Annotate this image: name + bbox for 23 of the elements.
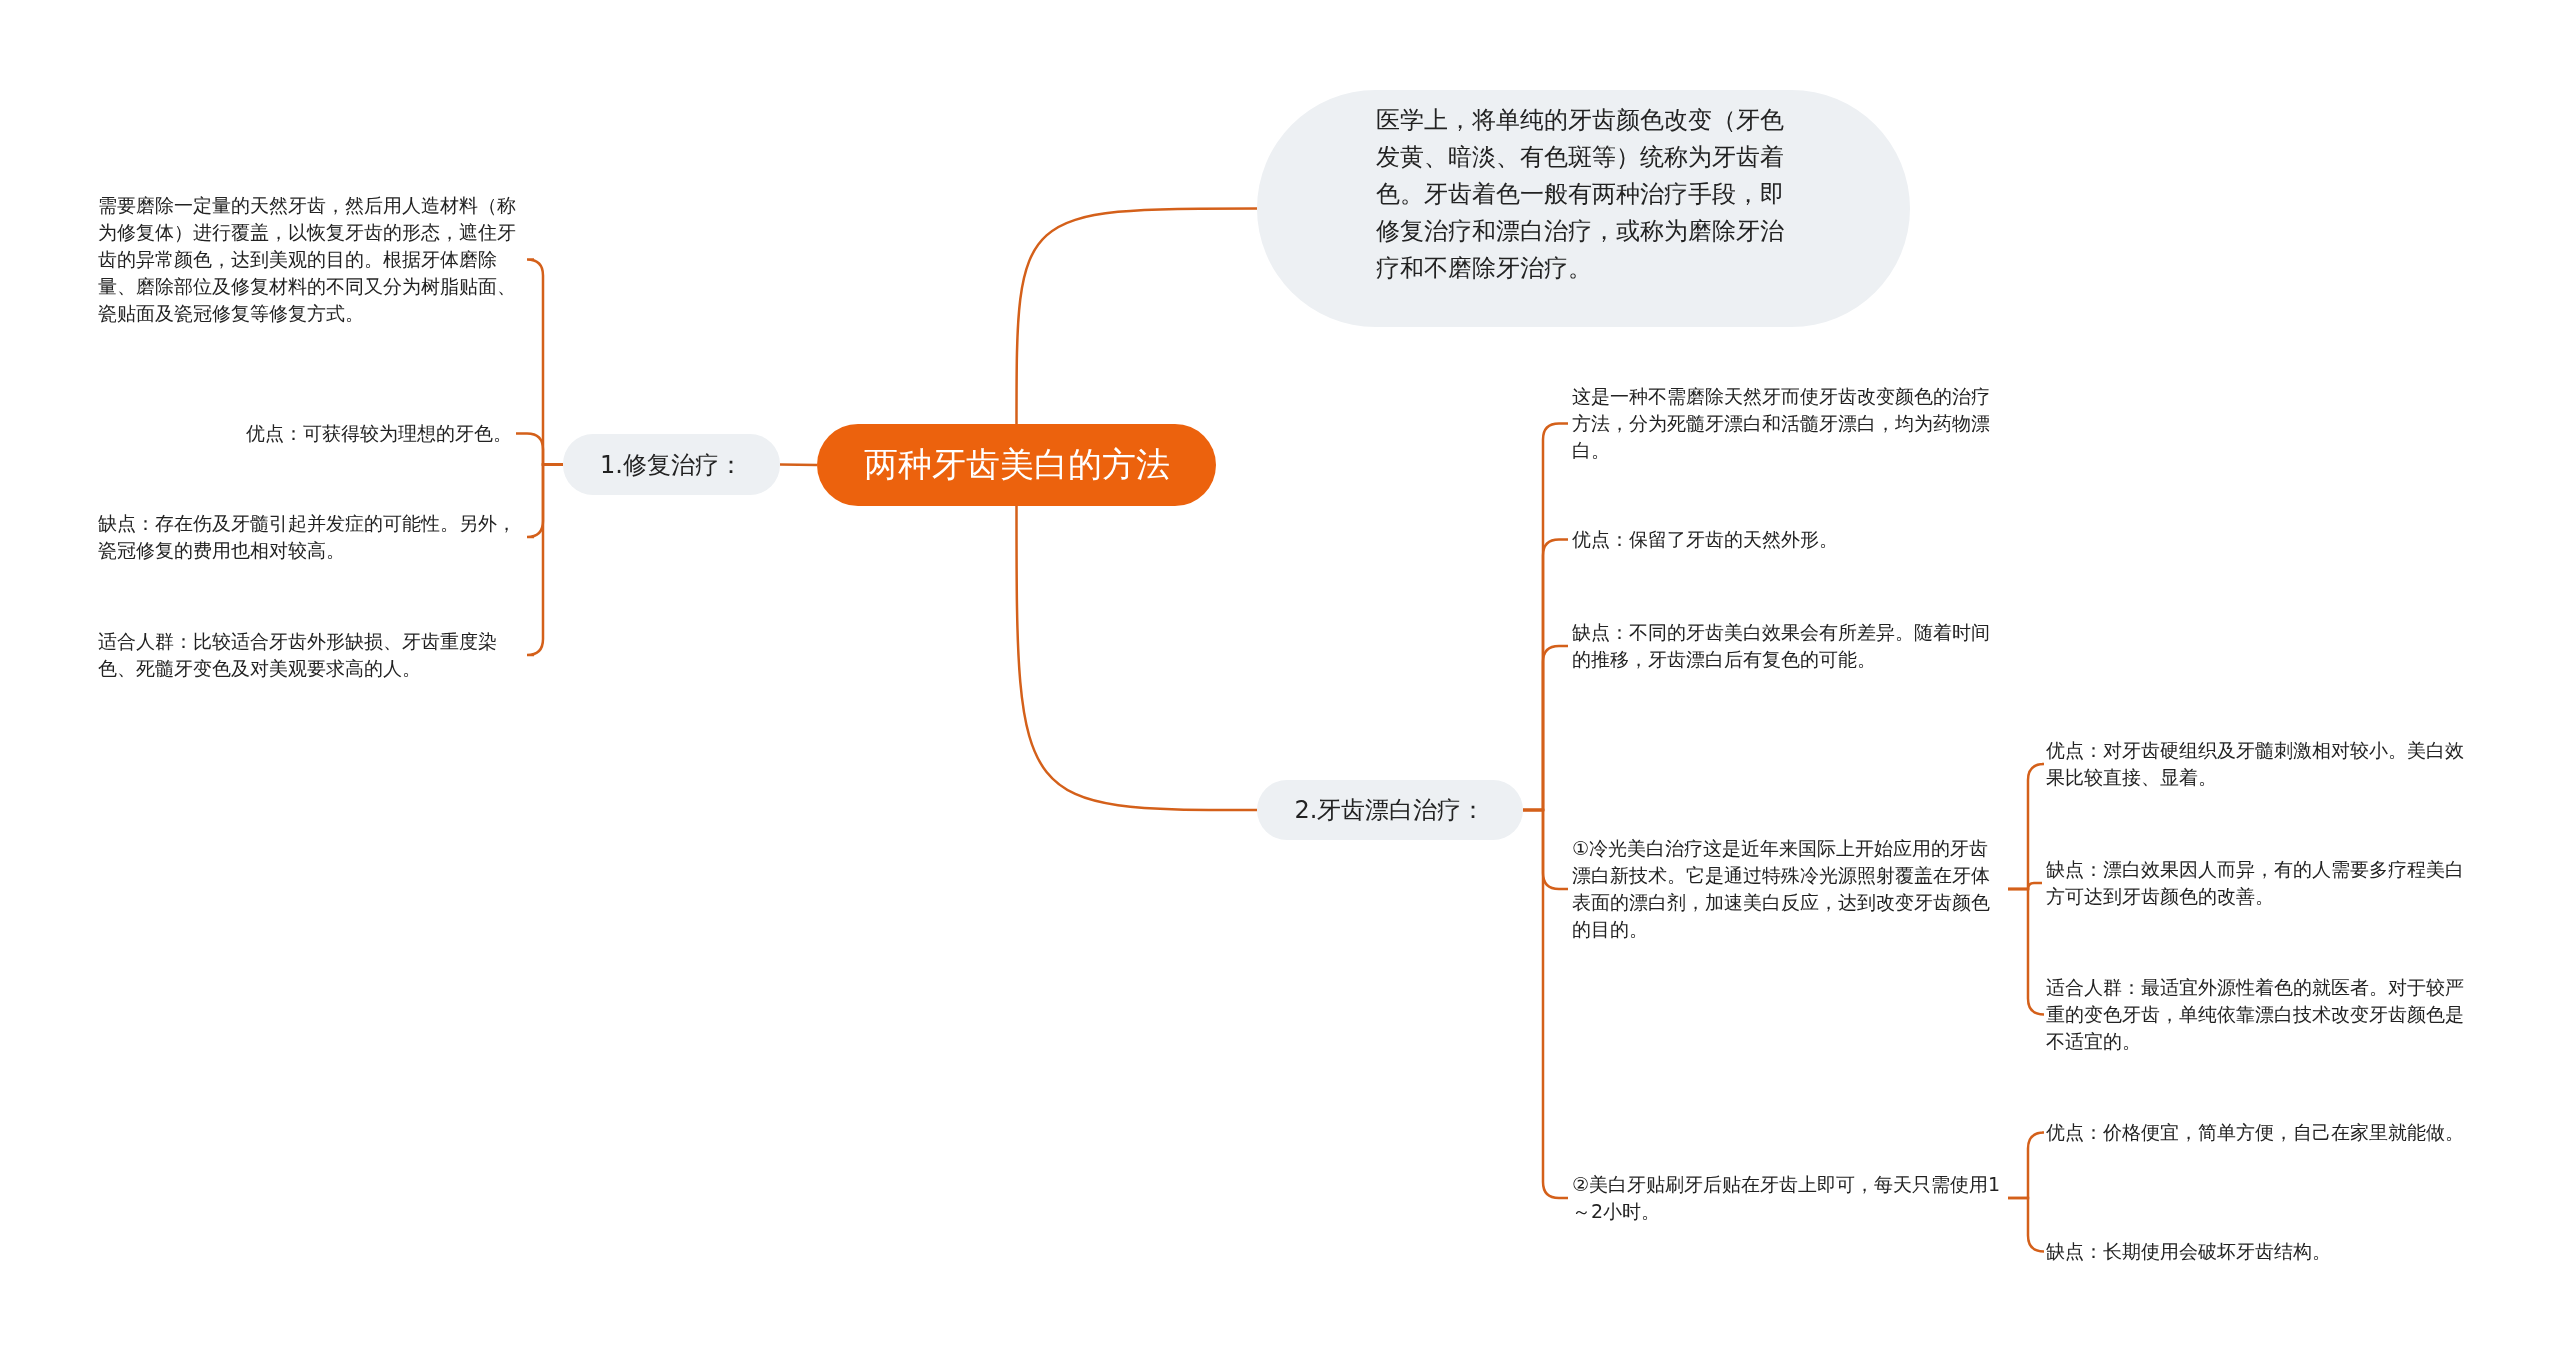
note-text: ②美白牙贴刷牙后贴在牙齿上即可，每天只需使用1～2小时。 bbox=[1568, 1169, 2008, 1227]
branch-connector bbox=[780, 463, 817, 467]
central-topic: 两种牙齿美白的方法 bbox=[817, 424, 1216, 506]
note-text: 缺点：长期使用会破坏牙齿结构。 bbox=[2042, 1236, 2482, 1267]
note-text: 需要磨除一定量的天然牙齿，然后用人造材料（称为修复体）进行覆盖，以恢复牙齿的形态，遮住牙齿的异常颜色，达到美观的目的。根据牙体磨除量、磨除部位及修复材料的不同又分为树脂贴面、瓷贴面及瓷冠修复等修复方式。 bbox=[94, 190, 534, 329]
branch-topic: 2.牙齿漂白治疗： bbox=[1257, 780, 1523, 840]
note-text: 缺点：存在伤及牙髓引起并发症的可能性。另外，瓷冠修复的费用也相对较高。 bbox=[94, 508, 534, 566]
note-text: 缺点：漂白效果因人而异，有的人需要多疗程美白方可达到牙齿颜色的改善。 bbox=[2042, 854, 2482, 912]
branch-connector bbox=[1015, 207, 1257, 424]
note-text: 缺点：不同的牙齿美白效果会有所差异。随着时间的推移，牙齿漂白后有复色的可能。 bbox=[1568, 617, 2008, 675]
branch-connector bbox=[1015, 506, 1257, 812]
note-text: 优点：可获得较为理想的牙色。 bbox=[200, 418, 516, 449]
topic-bubble: 医学上，将单纯的牙齿颜色改变（牙色发黄、暗淡、有色斑等）统称为牙齿着色。牙齿着色一般有两种治疗手段，即修复治疗和漂白治疗，或称为磨除牙治疗和不磨除牙治疗。 bbox=[1257, 90, 1910, 327]
note-text: 适合人群：比较适合牙齿外形缺损、牙齿重度染色、死髓牙变色及对美观要求高的人。 bbox=[94, 626, 534, 684]
note-text: 适合人群：最适宜外源性着色的就医者。对于较严重的变色牙齿，单纯依靠漂白技术改变牙齿颜色是不适宜的。 bbox=[2042, 972, 2482, 1057]
note-text: ①冷光美白治疗这是近年来国际上开始应用的牙齿漂白新技术。它是通过特殊冷光源照射覆盖在牙体表面的漂白剂，加速美白反应，达到改变牙齿颜色的目的。 bbox=[1568, 833, 2008, 945]
note-text: 优点：对牙齿硬组织及牙髓刺激相对较小。美白效果比较直接、显着。 bbox=[2042, 735, 2482, 793]
note-text: 这是一种不需磨除天然牙而使牙齿改变颜色的治疗方法，分为死髓牙漂白和活髓牙漂白，均为药物漂白。 bbox=[1568, 381, 2008, 466]
branch-topic: 1.修复治疗： bbox=[563, 434, 780, 495]
note-text: 优点：保留了牙齿的天然外形。 bbox=[1568, 524, 2008, 555]
branch-connector bbox=[2008, 887, 2046, 1016]
note-text: 优点：价格便宜，简单方便，自己在家里就能做。 bbox=[2042, 1117, 2482, 1148]
branch-connector bbox=[2008, 1196, 2046, 1253]
